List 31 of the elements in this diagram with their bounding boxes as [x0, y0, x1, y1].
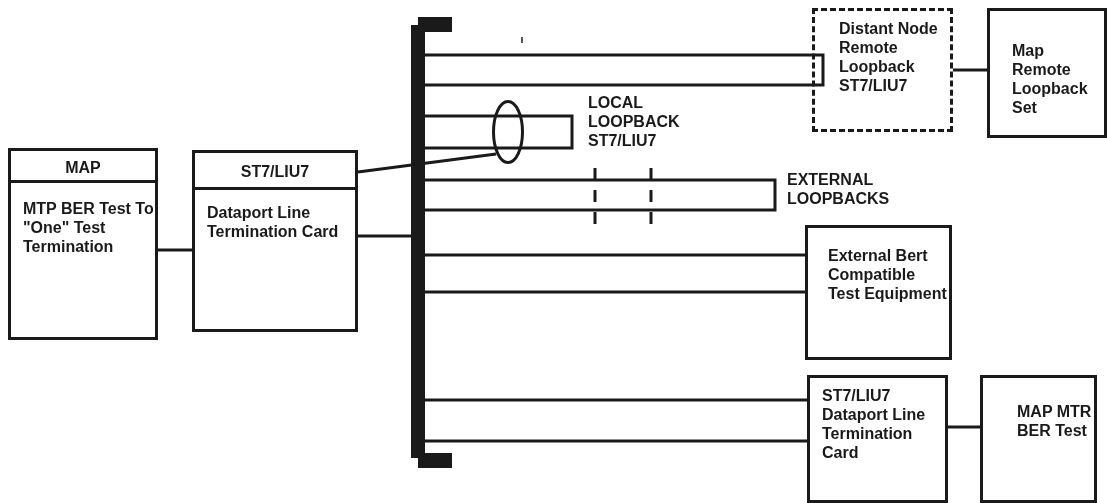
remote-node-box [812, 8, 953, 132]
equipment-box [805, 225, 952, 360]
box-text: MTP BER Test To "One" Test Termination [23, 199, 155, 256]
connector-line [425, 253, 805, 257]
box-text: Map Remote Loopback Set [1012, 41, 1089, 117]
connector-line [425, 290, 805, 294]
box-text: External Bert Compatible Test Equipment [828, 246, 948, 303]
connector-line [425, 53, 812, 57]
loopback-ellipse [492, 100, 524, 164]
connector-line [953, 68, 987, 72]
connector-line [358, 234, 411, 238]
box-text: ST7/LIU7 Dataport Line Termination Card [822, 386, 927, 462]
connector-line [948, 425, 980, 429]
bus-bar [411, 17, 452, 468]
card-box [192, 150, 358, 332]
connector-line [425, 398, 807, 402]
card-box [807, 375, 948, 503]
test-box [8, 148, 158, 340]
process-box [987, 8, 1107, 138]
box-heading: ST7/LIU7 [195, 153, 355, 190]
box-heading: MAP [11, 151, 155, 183]
box-text: Dataport Line Termination Card [207, 203, 340, 241]
connector-line [158, 248, 192, 252]
box-text: MAP MTR BER Test [1017, 402, 1093, 440]
box-text: Distant Node Remote Loopback ST7/LIU7 [839, 19, 939, 95]
connector-line [357, 152, 497, 174]
loopback-label: LOCAL LOOPBACK ST7/LIU7 [588, 93, 681, 150]
connector-line [425, 439, 807, 443]
connector-line [425, 83, 812, 87]
loopback-label: EXTERNAL LOOPBACKS [787, 170, 891, 208]
process-box [980, 375, 1097, 503]
